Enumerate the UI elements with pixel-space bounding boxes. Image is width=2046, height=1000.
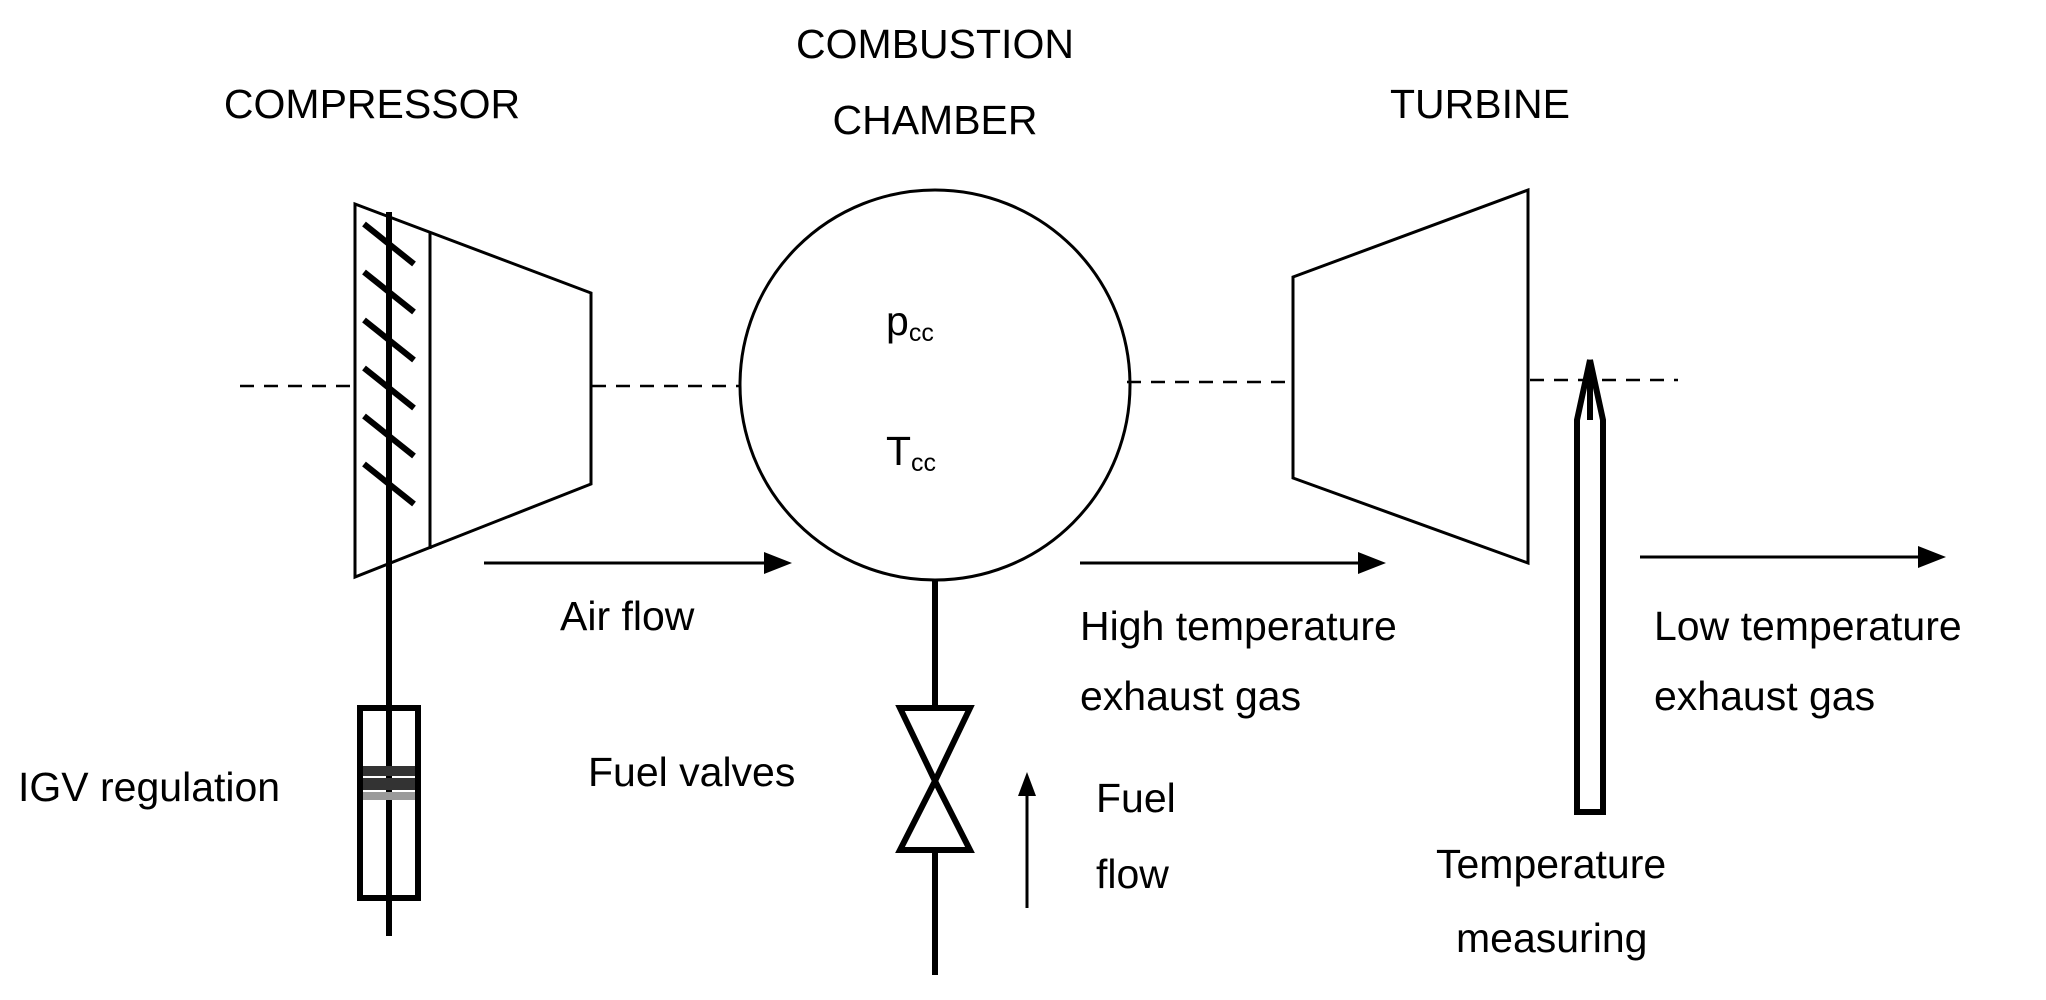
temperature-measuring-label-line2: measuring bbox=[1456, 915, 1647, 961]
igv-vanes bbox=[362, 221, 416, 507]
turbine-shape bbox=[1291, 187, 1530, 566]
fuel-valve-icon bbox=[895, 705, 975, 853]
combustion-chamber-circle bbox=[738, 188, 1132, 582]
high-temp-exhaust-label-line2: exhaust gas bbox=[1080, 673, 1301, 719]
compressor-shape bbox=[353, 201, 593, 936]
combustion-chamber-title-line2: CHAMBER bbox=[832, 97, 1037, 143]
fuel-flow-arrow bbox=[1018, 772, 1036, 908]
fuel-valves-label: Fuel valves bbox=[588, 749, 795, 795]
fuel-flow-label-line1: Fuel bbox=[1096, 775, 1176, 821]
high-temp-exhaust-label-line1: High temperature bbox=[1080, 603, 1397, 649]
air-flow-label: Air flow bbox=[560, 593, 695, 639]
turbine-title: TURBINE bbox=[1390, 81, 1570, 127]
temperature-cc-label: Tcc bbox=[886, 428, 936, 477]
temperature-measuring-label-line1: Temperature bbox=[1436, 841, 1666, 887]
temperature-probe-icon bbox=[1574, 359, 1606, 815]
igv-regulation-label: IGV regulation bbox=[18, 764, 280, 810]
low-temp-exhaust-arrow bbox=[1640, 546, 1946, 568]
high-temp-exhaust-arrow bbox=[1080, 552, 1386, 574]
fuel-flow-label-line2: flow bbox=[1096, 851, 1169, 897]
combustion-chamber-title-line1: COMBUSTION bbox=[796, 21, 1074, 67]
igv-actuator bbox=[357, 705, 421, 901]
low-temp-exhaust-label-line2: exhaust gas bbox=[1654, 673, 1875, 719]
compressor-title: COMPRESSOR bbox=[224, 81, 520, 127]
pressure-cc-label: pcc bbox=[886, 298, 934, 347]
low-temp-exhaust-label-line1: Low temperature bbox=[1654, 603, 1962, 649]
air-flow-arrow bbox=[484, 552, 792, 574]
